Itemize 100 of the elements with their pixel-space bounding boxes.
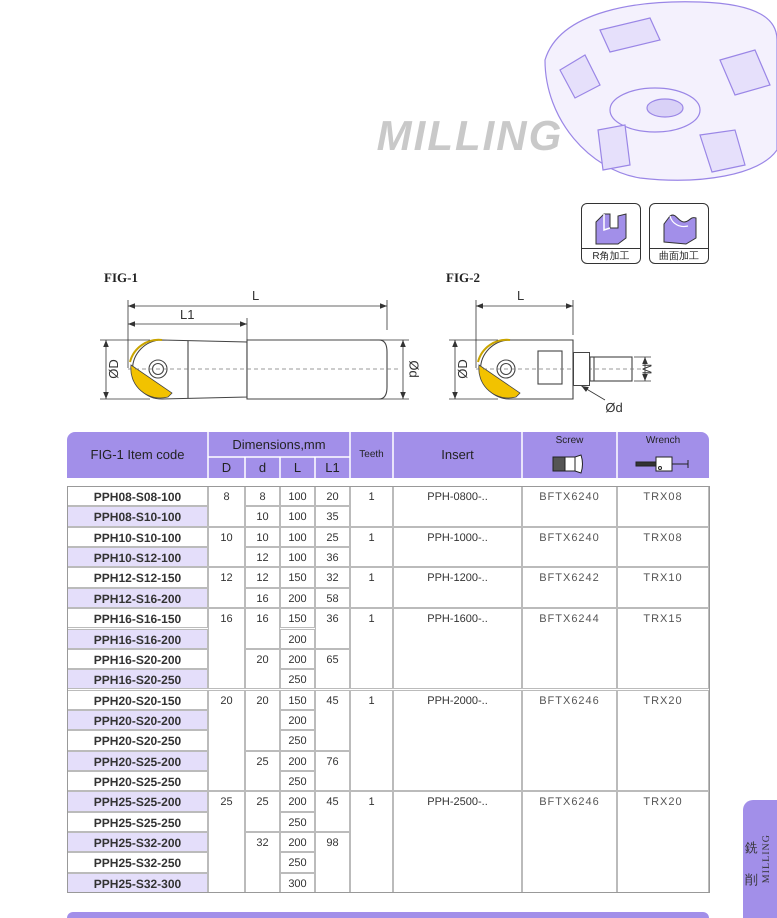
table-cell: 8: [245, 486, 280, 506]
table-cell: 250: [280, 812, 315, 832]
table-cell: BFTX6240: [522, 526, 617, 568]
table-cell: 12: [208, 567, 245, 608]
table-cell: 250: [280, 730, 315, 751]
table-cell: 10: [245, 506, 280, 527]
table-cell: 250: [280, 852, 315, 873]
card-caption: R角加工: [582, 248, 640, 263]
table-cell: 16: [245, 608, 280, 649]
dimension-label: L1: [180, 307, 194, 323]
item-code-cell: PPH10-S10-100: [67, 526, 208, 548]
table-cell: 20: [315, 486, 350, 506]
table-cell: 36: [315, 608, 350, 649]
table-cell: 150: [280, 567, 315, 588]
dimension-label: ØD: [454, 359, 471, 379]
shank-neck: [573, 352, 590, 386]
table-cell: BFTX6240: [522, 486, 617, 527]
table-cell: TRX08: [617, 526, 709, 568]
table-cell: PPH-2500-..: [393, 791, 522, 894]
item-code-cell: PPH08-S10-100: [67, 506, 208, 527]
item-code-cell: PPH20-S25-250: [67, 770, 208, 792]
table-cell: 45: [315, 791, 350, 832]
column-header: FIG-1 Item code: [90, 446, 186, 464]
table-cell: BFTX6244: [522, 608, 617, 690]
table-cell: BFTX6242: [522, 567, 617, 608]
item-code-cell: PPH12-S12-150: [67, 567, 208, 588]
icon-card: [649, 203, 709, 264]
item-code-cell: PPH25-S32-250: [67, 852, 208, 873]
column-header: Teeth: [358, 448, 385, 462]
table-cell: 65: [315, 648, 350, 690]
table-cell: 16: [245, 588, 280, 608]
table-cell: 1: [350, 608, 393, 690]
table-cell: PPH-1200-..: [393, 567, 522, 608]
item-code-cell: PPH20-S25-200: [67, 750, 208, 771]
table-cell: 1: [350, 526, 393, 568]
table-cell: 98: [315, 832, 350, 894]
item-code-cell: PPH16-S20-200: [67, 648, 208, 670]
fig-label: FIG-1: [104, 270, 138, 286]
table-cell: PPH-2000-..: [393, 690, 522, 792]
table-cell: 76: [315, 750, 350, 792]
table-cell: 1: [350, 791, 393, 894]
table-cell: TRX20: [617, 690, 709, 792]
table-cell: PPH-1000-..: [393, 526, 522, 568]
item-code-cell: PPH25-S32-200: [67, 832, 208, 852]
tab-text: MILLING: [761, 834, 772, 884]
column-header: Wrench: [644, 434, 682, 448]
dimension-label: L: [252, 288, 260, 304]
table-cell: 200: [280, 710, 315, 730]
table-cell: 35: [315, 506, 350, 527]
icon-card: [581, 203, 641, 264]
table-cell: 250: [280, 669, 315, 690]
item-code-cell: PPH25-S25-250: [67, 812, 208, 832]
item-code-cell: PPH20-S20-250: [67, 730, 208, 751]
table-cell: 20: [208, 690, 245, 792]
dimension-label: ØD: [106, 359, 122, 379]
table-cell: 1: [350, 567, 393, 608]
table-cell: 1: [350, 486, 393, 527]
table-cell: TRX20: [617, 791, 709, 894]
table-cell: 45: [315, 690, 350, 751]
column-header: Screw: [554, 434, 584, 448]
column-header: d: [258, 459, 268, 477]
column-header: L1: [324, 459, 341, 477]
table-cell: 32: [245, 832, 280, 894]
item-code-cell: PPH12-S16-200: [67, 588, 208, 608]
table-cell: 200: [280, 648, 315, 670]
table-cell: 16: [208, 608, 245, 690]
table-cell: 36: [315, 547, 350, 568]
dimension-label: Ød: [603, 399, 625, 416]
item-code-cell: PPH16-S16-200: [67, 628, 208, 649]
card-caption: 曲面加工: [650, 248, 708, 263]
dimension-label: Ød: [406, 360, 422, 378]
table-cell: 58: [315, 588, 350, 608]
item-code-cell: PPH25-S32-300: [67, 872, 208, 894]
table-cell: 25: [315, 526, 350, 548]
table-cell: 250: [280, 770, 315, 792]
item-code-cell: PPH08-S08-100: [67, 486, 208, 506]
side-tab: [743, 800, 777, 918]
table-cell: 300: [280, 872, 315, 894]
table-cell: 100: [280, 547, 315, 568]
fig-label: FIG-2: [446, 270, 480, 286]
item-code-cell: PPH20-S20-150: [67, 690, 208, 710]
table-cell: BFTX6246: [522, 690, 617, 792]
table-cell: 12: [245, 547, 280, 568]
item-code-cell: PPH25-S25-200: [67, 791, 208, 812]
table-cell: 100: [280, 526, 315, 548]
table-cell: BFTX6246: [522, 791, 617, 894]
table-cell: 200: [280, 791, 315, 812]
table-cell: 32: [315, 567, 350, 588]
table-cell: 150: [280, 690, 315, 710]
column-header: D: [220, 459, 232, 477]
table-cell: 100: [280, 506, 315, 527]
table-cell: 200: [280, 628, 315, 649]
column-header: L: [292, 459, 302, 477]
item-code-cell: PPH20-S20-200: [67, 710, 208, 730]
dimension-label: L: [517, 288, 524, 304]
leader-line: [581, 386, 606, 400]
dimension-label: M: [638, 364, 654, 374]
table-cell: 1: [350, 690, 393, 792]
tab-text: 銑削: [745, 839, 759, 889]
item-code-cell: PPH16-S16-150: [67, 608, 208, 628]
